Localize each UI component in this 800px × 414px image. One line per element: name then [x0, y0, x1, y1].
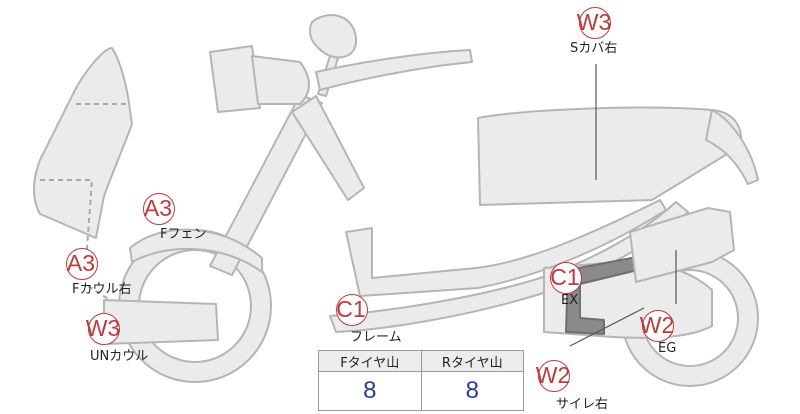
marker-circle — [642, 310, 674, 342]
marker-circle — [66, 248, 98, 280]
handlebar — [315, 49, 473, 91]
part-label: UNカウル — [90, 349, 149, 364]
damage-code: W2 — [535, 362, 571, 388]
rear-tire-header: Rタイヤ山 — [420, 350, 524, 372]
part-label: Fフェン — [160, 227, 207, 242]
front-tire-value: 8 — [318, 371, 422, 411]
cowl-seam — [87, 285, 111, 301]
tail-light — [705, 109, 759, 185]
marker-circle — [88, 313, 120, 345]
rear-tire-value: 8 — [420, 371, 524, 411]
leader-line — [569, 307, 645, 347]
part-label: Sカバ右 — [570, 41, 618, 56]
headlight-housing — [251, 55, 310, 105]
part-label: EG — [658, 341, 677, 356]
damage-code: C1 — [550, 264, 580, 290]
part-label: EX — [561, 293, 579, 308]
floor-panel — [345, 199, 667, 297]
seat-body — [477, 106, 742, 206]
damage-code: W3 — [576, 9, 612, 35]
marker-circle — [579, 7, 611, 39]
marker-circle — [538, 360, 570, 392]
part-label: フレーム — [350, 330, 402, 345]
headlight — [209, 45, 261, 113]
part-label: Fカウル右 — [72, 282, 132, 297]
muffler — [629, 207, 735, 283]
tire-tread-table: Fタイヤ山 Rタイヤ山 8 8 — [318, 350, 524, 411]
marker-circle — [336, 294, 368, 326]
damage-code: A3 — [143, 195, 173, 221]
front-tire-header: Fタイヤ山 — [318, 350, 422, 372]
part-label: サイレ右 — [556, 397, 609, 412]
damage-code: C1 — [336, 296, 366, 322]
mirror — [308, 14, 358, 59]
marker-circle — [550, 262, 582, 294]
front-cowl — [33, 47, 133, 239]
frame-rail — [329, 201, 689, 333]
marker-circle — [143, 193, 175, 225]
damage-code: A3 — [66, 250, 96, 276]
damage-code: W2 — [639, 312, 675, 338]
steering-stem — [291, 95, 365, 201]
damage-code: W3 — [85, 315, 121, 341]
front-fender — [129, 228, 263, 273]
